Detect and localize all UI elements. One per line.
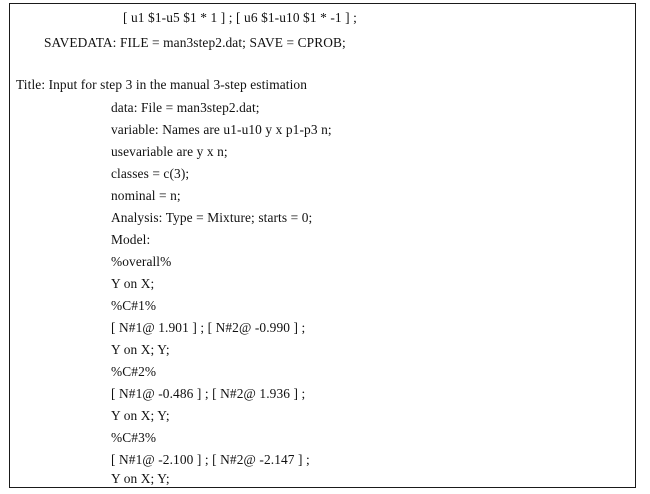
code-line-7: classes = c(3); [111,166,190,181]
code-line-13: %C#1% [111,298,157,313]
code-line-9: Analysis: Type = Mixture; starts = 0; [111,210,313,225]
code-line-15: Y on X; Y; [111,342,170,357]
code-line-11: %overall% [111,254,172,269]
code-line-5: variable: Names are u1-u10 y x p1-p3 n; [111,122,332,137]
code-line-3: Title: Input for step 3 in the manual 3-… [16,77,308,92]
code-listing-box: [ u1 $1-u5 $1 * 1 ] ; [ u6 $1-u10 $1 * -… [9,3,636,488]
code-line-17: [ N#1@ -0.486 ] ; [ N#2@ 1.936 ] ; [111,386,306,401]
code-line-1: [ u1 $1-u5 $1 * 1 ] ; [ u6 $1-u10 $1 * -… [123,10,357,25]
code-line-21: Y on X; Y; [111,471,170,486]
code-line-12: Y on X; [111,276,155,291]
code-line-8: nominal = n; [111,188,181,203]
code-line-18: Y on X; Y; [111,408,170,423]
code-line-6: usevariable are y x n; [111,144,228,159]
code-line-10: Model: [111,232,151,247]
code-line-19: %C#3% [111,430,157,445]
code-line-4: data: File = man3step2.dat; [111,100,260,115]
code-line-2: SAVEDATA: FILE = man3step2.dat; SAVE = C… [44,35,346,50]
code-line-16: %C#2% [111,364,157,379]
code-line-14: [ N#1@ 1.901 ] ; [ N#2@ -0.990 ] ; [111,320,306,335]
code-line-20: [ N#1@ -2.100 ] ; [ N#2@ -2.147 ] ; [111,452,310,467]
